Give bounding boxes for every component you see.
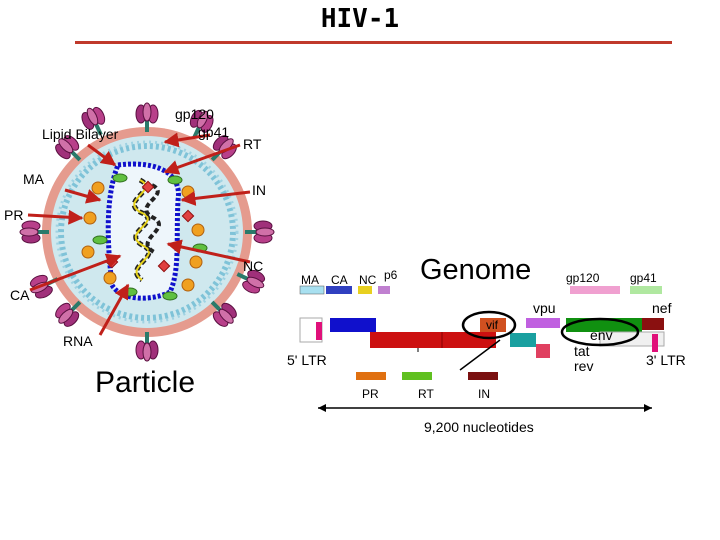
pol-gene-bar (370, 332, 496, 348)
particle-arrows (27, 132, 251, 336)
vif-label: vif (486, 318, 498, 332)
pol-rt-label: RT (418, 387, 434, 401)
genome-caption: Genome (420, 254, 532, 286)
nef-label: nef (652, 300, 672, 316)
rna-label: RNA (63, 333, 93, 349)
nc-label: NC (243, 258, 264, 274)
ma-label: MA (23, 171, 44, 187)
vpr-gene-bar (510, 333, 536, 347)
pol-in-bar (468, 372, 498, 380)
lipid-bilayer-label: Lipid Bilayer (42, 126, 119, 142)
gag-ca-label: CA (331, 273, 348, 287)
gag-p6-bar (378, 286, 390, 294)
vpu-gene-bar (526, 318, 560, 328)
particle-caption: Particle (95, 366, 196, 399)
nef-gene-bar (642, 318, 664, 330)
env-gp120-label: gp120 (566, 271, 600, 285)
pol-rt-bar (402, 372, 432, 380)
pol-pr-label: PR (362, 387, 379, 401)
env-gp120-bar (570, 286, 620, 294)
ltr-3-label: 3' LTR (646, 352, 686, 368)
page-title: HIV-1 (320, 4, 400, 34)
gag-gene-bar (330, 318, 376, 332)
gag-p6-label: p6 (384, 268, 398, 282)
env-gp41-label: gp41 (630, 271, 657, 285)
ltr-5-label: 5' LTR (287, 352, 327, 368)
gp120-label: gp120 (175, 106, 214, 122)
tat-label: tat (574, 343, 590, 359)
pol-pr-bar (356, 372, 386, 380)
vif-gene-bar (480, 318, 506, 332)
virion-particle (18, 101, 276, 363)
rt-label: RT (243, 136, 262, 152)
pol-in-label: IN (478, 387, 490, 401)
gag-nc-label: NC (359, 273, 377, 287)
pr-label: PR (4, 207, 24, 223)
rna-strand-2 (144, 183, 161, 254)
title-underline (75, 41, 672, 44)
gag-ma-bar (299, 285, 325, 295)
gag-ma-label: MA (301, 273, 319, 287)
gag-nc-bar (358, 286, 372, 294)
rev-label: rev (574, 358, 594, 374)
genome-length-label: 9,200 nucleotides (424, 419, 534, 435)
vpu-label: vpu (533, 300, 556, 316)
env-label: env (590, 327, 613, 343)
in-label: IN (252, 182, 266, 198)
gp41-label: gp41 (198, 124, 230, 140)
gag-ca-bar (326, 286, 352, 294)
env-gp41-bar (630, 286, 662, 294)
genome-map (299, 285, 665, 412)
ca-label: CA (10, 287, 30, 303)
